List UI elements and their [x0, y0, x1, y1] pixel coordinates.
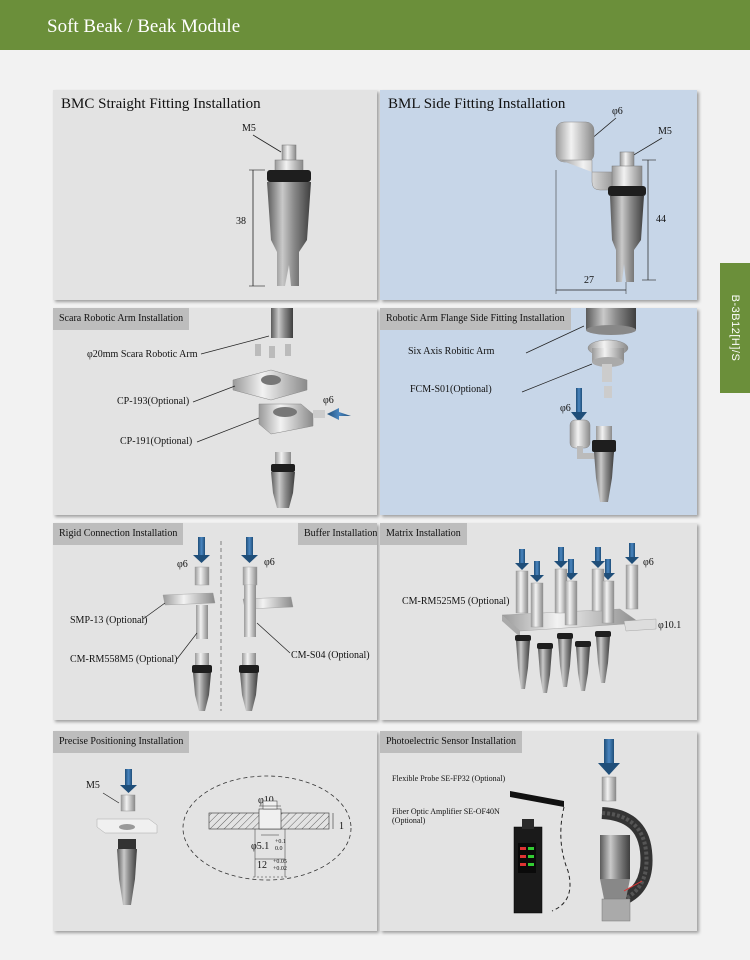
label-tol51-lower: 0.0	[275, 846, 283, 852]
label-phi6-buffer: φ6	[264, 557, 275, 568]
label-probe: Flexible Probe SE-FP32 (Optional)	[392, 774, 506, 783]
panel-rigid-buffer: Rigid Connection Installation Buffer Ins…	[53, 523, 377, 720]
panel-photo: Photoelectric Sensor Installation Flexib…	[380, 731, 697, 931]
panel-title: BML Side Fitting Installation	[388, 96, 566, 112]
panel-tab: Matrix Installation	[380, 523, 467, 545]
label-tol51-upper: +0.1	[275, 839, 286, 845]
scara-assembly-drawing	[192, 308, 351, 508]
label-phi51: φ5.1	[251, 841, 270, 852]
panel-matrix: Matrix Installation φ6 CM-RM525M5 (Optio…	[380, 523, 697, 720]
panel-bmc: BMC Straight Fitting Installation M5 38	[53, 90, 377, 300]
label-cm-rm525m5: CM-RM525M5 (Optional)	[402, 596, 510, 607]
label-six-axis-arm: Six Axis Robitic Arm	[408, 346, 495, 357]
label-phi10: φ10	[258, 795, 274, 806]
label-scara-arm: φ20mm Scara Robotic Arm	[87, 349, 198, 360]
panel-precise: Precise Positioning Installation M5 φ10 …	[53, 731, 377, 931]
panel-tab: Precise Positioning Installation	[53, 731, 190, 753]
label-cm-s04: CM-S04 (Optional)	[291, 650, 370, 661]
label-tol12-upper: +0.05	[273, 859, 287, 865]
flange-assembly-drawing	[521, 308, 636, 502]
label-27: 27	[584, 275, 594, 286]
panel-flange: Robotic Arm Flange Side Fitting Installa…	[380, 308, 697, 515]
label-phi6: φ6	[323, 395, 334, 406]
panel-scara: Scara Robotic Arm Installation φ20mm Sca…	[53, 308, 377, 515]
panel-tab-buffer: Buffer Installation	[298, 523, 377, 545]
label-cp191: CP-191(Optional)	[120, 436, 193, 447]
label-tol12-lower: +0.02	[273, 866, 287, 872]
label-m5: M5	[658, 126, 672, 137]
label-m5: M5	[242, 123, 256, 134]
bml-module-drawing	[555, 117, 663, 294]
rigid-buffer-drawing	[142, 537, 294, 711]
panel-tab: Scara Robotic Arm Installation	[53, 308, 190, 330]
panel-tab: Photoelectric Sensor Installation	[380, 731, 522, 753]
label-fcm: FCM-S01(Optional)	[410, 384, 492, 395]
label-amp-line1: Fiber Optic Amplifier SE-OF40N	[392, 807, 500, 816]
panel-title: BMC Straight Fitting Installation	[61, 96, 261, 112]
side-tab-label: B-3B12[H]/S	[729, 294, 741, 362]
label-phi10: φ10.1	[658, 620, 682, 631]
label-phi6: φ6	[643, 557, 654, 568]
label-amp-line2: (Optional)	[392, 816, 426, 825]
label-44: 44	[656, 214, 666, 225]
page-header: Soft Beak / Beak Module	[0, 0, 750, 50]
label-38: 38	[236, 216, 246, 227]
page-title: Soft Beak / Beak Module	[47, 16, 241, 37]
panel-bml: BML Side Fitting Installation φ6 M5 44 2…	[380, 90, 697, 300]
bmc-module-drawing	[249, 134, 311, 287]
panel-tab-rigid: Rigid Connection Installation	[53, 523, 184, 545]
label-smp13: SMP-13 (Optional)	[70, 615, 148, 626]
precise-drawing	[96, 769, 352, 905]
label-12: 12	[257, 860, 267, 871]
side-tab: B-3B12[H]/S	[720, 263, 750, 393]
label-cm-rm558m5: CM-RM558M5 (Optional)	[70, 654, 178, 665]
label-m5: M5	[86, 780, 100, 791]
matrix-drawing	[501, 543, 657, 693]
panel-tab: Robotic Arm Flange Side Fitting Installa…	[380, 308, 571, 330]
label-phi6: φ6	[560, 403, 571, 414]
label-cp193: CP-193(Optional)	[117, 396, 190, 407]
label-1: 1	[339, 821, 344, 832]
label-phi6-rigid: φ6	[177, 559, 188, 570]
label-phi6: φ6	[612, 106, 623, 117]
photo-drawing	[510, 739, 653, 922]
